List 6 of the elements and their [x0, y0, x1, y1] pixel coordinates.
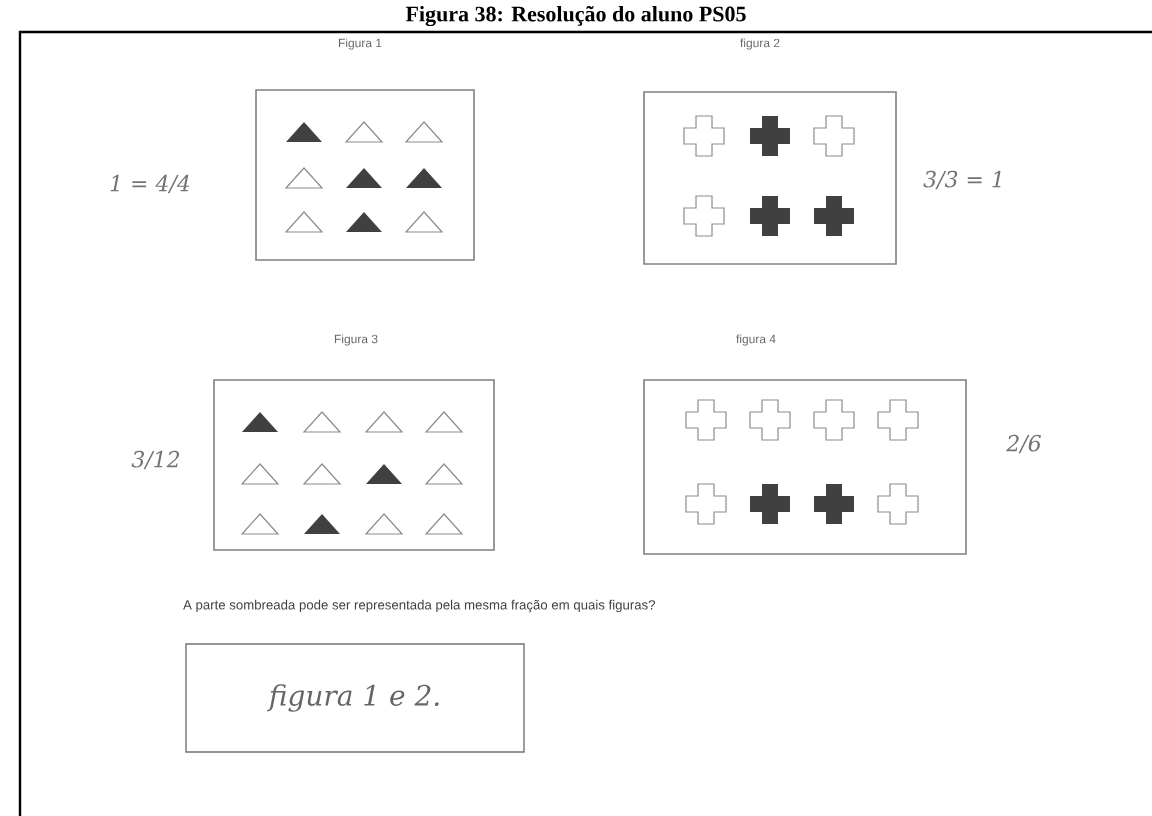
handwritten-fraction: 3/12 — [131, 450, 180, 470]
handwritten-fraction: 3/3 = 1 — [923, 170, 1001, 190]
answer-box: figura 1 e 2. — [185, 643, 525, 753]
handwritten-fraction: 2/6 — [1006, 434, 1041, 454]
handwritten-fraction: 1 = 4/4 — [110, 174, 190, 194]
title: Figura 38: Resolução do aluno PS05 — [405, 5, 746, 27]
